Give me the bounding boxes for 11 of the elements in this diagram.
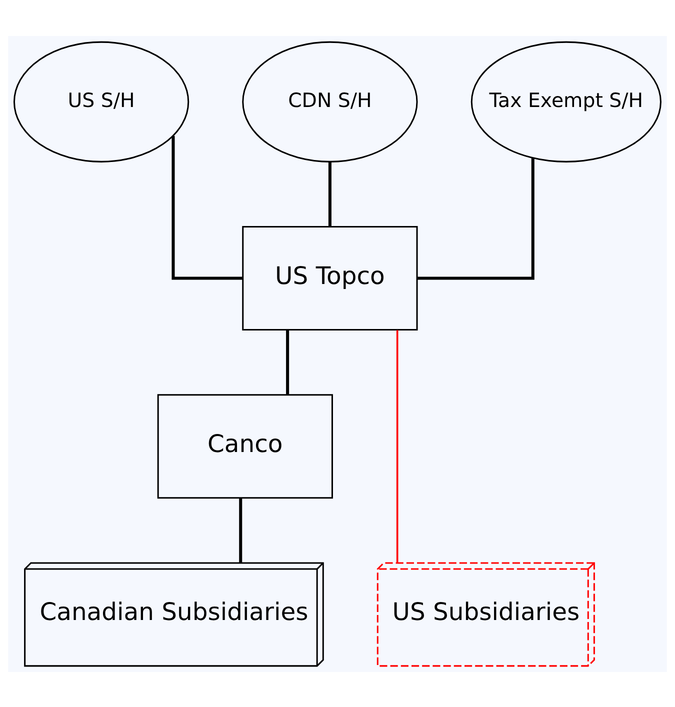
node-ellipse: CDN S/H xyxy=(242,40,418,162)
connector xyxy=(396,330,398,562)
node-box: Canco xyxy=(157,394,333,498)
node-box: US Topco xyxy=(242,226,418,330)
connector xyxy=(239,498,242,562)
connector xyxy=(417,158,534,280)
node-ellipse: Tax Exempt S/H xyxy=(470,40,662,162)
connector xyxy=(172,135,243,280)
connector xyxy=(328,162,332,226)
connector xyxy=(286,330,290,394)
node-ellipse: US S/H xyxy=(13,40,190,162)
